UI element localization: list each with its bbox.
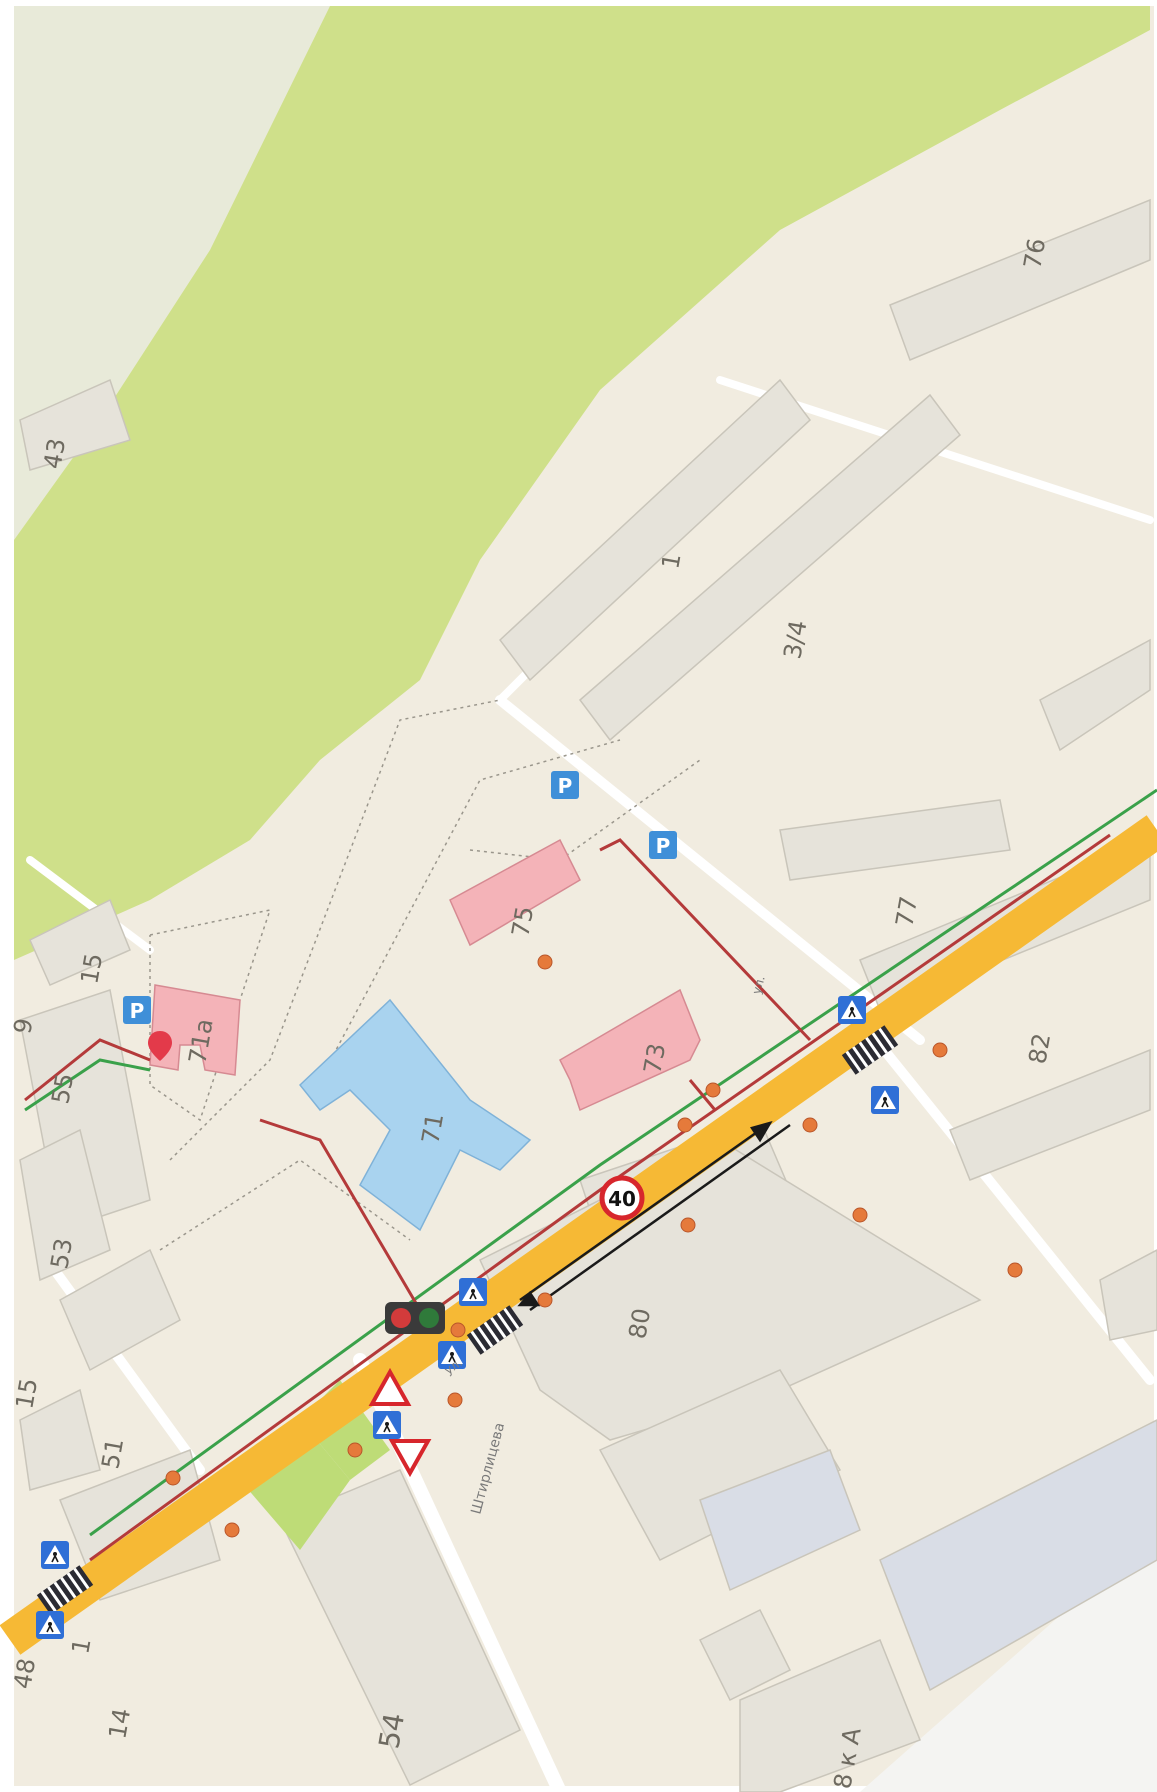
building-bottom-right-long <box>879 1419 1157 1692</box>
location-pin-icon[interactable] <box>148 1031 172 1061</box>
traffic-light-icon[interactable] <box>385 1302 445 1334</box>
building-8kA <box>739 1639 921 1792</box>
crossing-sign-icon[interactable] <box>870 1085 900 1115</box>
house-number-48: 48 <box>8 1656 41 1691</box>
crossing-sign-icon[interactable] <box>372 1410 402 1440</box>
building-far-right <box>1099 1249 1157 1341</box>
house-number-3-4: 3/4 <box>778 618 812 661</box>
house-number-15: 15 <box>10 1376 43 1411</box>
building-54 <box>278 1469 521 1787</box>
house-number-80: 80 <box>623 1306 656 1341</box>
house-number-73: 73 <box>638 1041 671 1076</box>
parking-label: P <box>130 999 145 1023</box>
parking-label: P <box>656 834 671 858</box>
building-15 <box>19 1128 111 1282</box>
house-number-1-bottom: 1 <box>66 1636 96 1656</box>
house-number-54: 54 <box>372 1710 411 1751</box>
building-76 <box>889 198 1151 361</box>
house-number-77: 77 <box>890 894 923 929</box>
warning-triangle-icon[interactable] <box>388 1439 432 1478</box>
building-71-school <box>298 998 532 1232</box>
parking-icon[interactable]: P <box>123 996 151 1024</box>
building-small-1 <box>698 1608 792 1702</box>
building-1 <box>498 378 812 682</box>
route-red-main <box>89 833 1111 1562</box>
poi-markers <box>165 954 1023 1538</box>
crossing-sign-icon[interactable] <box>458 1277 488 1307</box>
building-3-4 <box>578 393 962 742</box>
house-number-43: 43 <box>38 436 71 471</box>
crossing-sign-icon[interactable] <box>40 1540 70 1570</box>
speed-limit-sign[interactable]: 40 <box>599 1175 645 1221</box>
crossing-sign-icon[interactable] <box>837 995 867 1025</box>
building-75 <box>449 838 581 947</box>
house-number-75: 75 <box>506 904 539 939</box>
warning-triangle-icon[interactable] <box>368 1367 412 1406</box>
building-71a <box>149 984 241 1076</box>
house-number-14: 14 <box>103 1706 136 1741</box>
building-55 <box>29 898 131 986</box>
route-green-main <box>89 788 1157 1537</box>
building-blue-grey <box>699 1449 861 1592</box>
street-label-lane-77: ул. <box>749 974 767 996</box>
route-green-kindergarten <box>24 1058 151 1112</box>
house-number-9: 9 <box>8 1016 38 1036</box>
building-right-mid <box>1039 638 1151 752</box>
house-number-53: 53 <box>45 1236 78 1271</box>
house-number-51: 51 <box>96 1436 129 1471</box>
house-number-71: 71 <box>416 1111 449 1146</box>
speed-limit-value: 40 <box>608 1187 636 1211</box>
building-43 <box>19 378 131 471</box>
park-area <box>14 6 1150 960</box>
main-road <box>0 815 1157 1655</box>
pedestrian-routes <box>24 838 812 1311</box>
house-number-1: 1 <box>656 551 686 571</box>
building-73 <box>559 988 701 1112</box>
house-number-15-top: 15 <box>75 951 108 986</box>
house-number-76: 76 <box>1018 236 1051 271</box>
territory-boundaries <box>149 699 701 1251</box>
crossing-sign-icon[interactable] <box>35 1610 65 1640</box>
kindergartens <box>149 838 701 1112</box>
building-center-bottom <box>598 1369 842 1561</box>
parking-icon[interactable]: P <box>649 831 677 859</box>
building-77 <box>779 799 1011 881</box>
parking-label: P <box>558 774 573 798</box>
house-number-82: 82 <box>1023 1031 1056 1066</box>
building-51 <box>59 1248 181 1372</box>
traffic-direction-arrows <box>517 1120 791 1312</box>
building-right-low <box>949 1048 1151 1181</box>
building-1-bottom <box>19 1388 101 1491</box>
house-number-55: 55 <box>46 1071 79 1106</box>
parking-icon[interactable]: P <box>551 771 579 799</box>
